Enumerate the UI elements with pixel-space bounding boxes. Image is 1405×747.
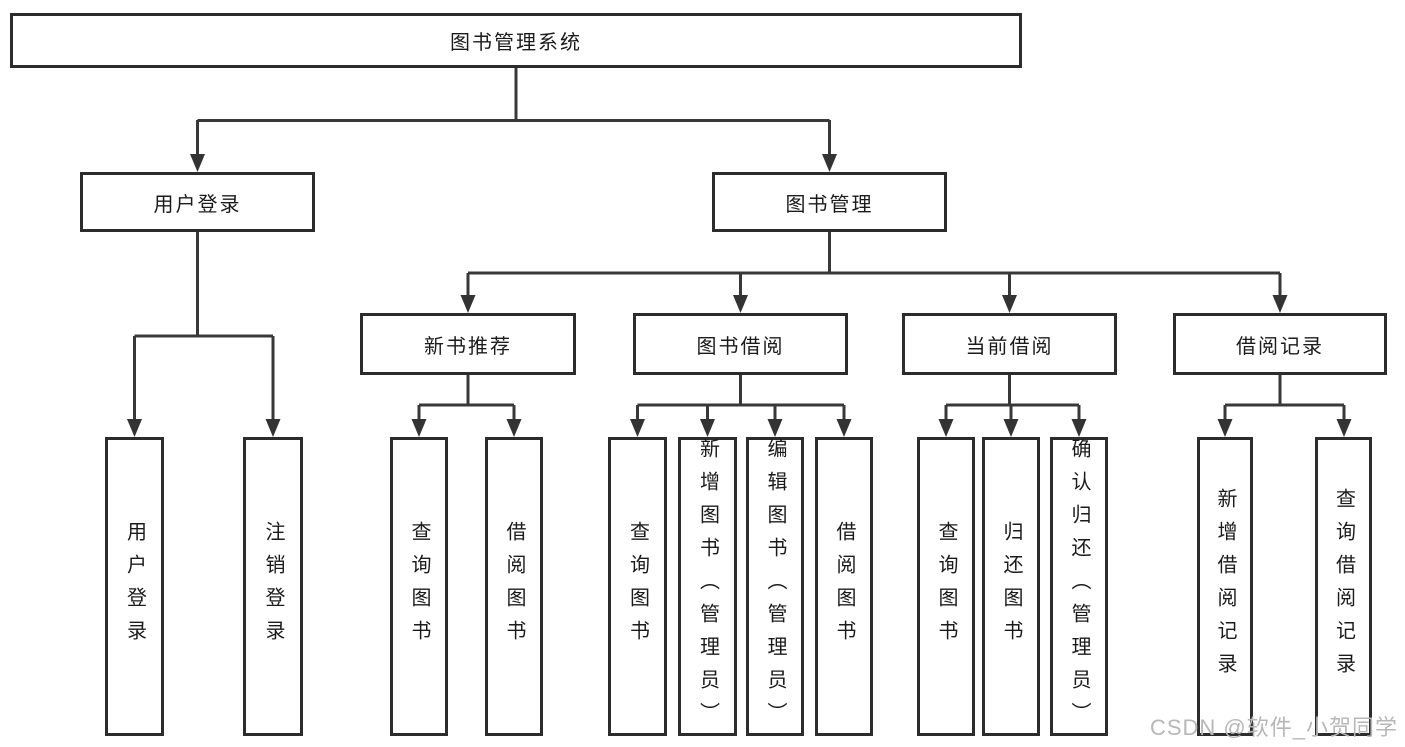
leaf-add-book-admin-label: 新增图书（管理员） — [696, 438, 719, 735]
leaf-logout: 注销登录 — [243, 437, 303, 736]
leaf-query-books-3-label: 查询图书 — [935, 520, 957, 653]
leaf-confirm-return-admin: 确认归还（管理员） — [1050, 437, 1108, 736]
leaf-query-borrow-record-label: 查询借阅记录 — [1332, 487, 1355, 686]
leaf-user-login: 用户登录 — [105, 437, 164, 736]
leaf-return-book: 归还图书 — [982, 437, 1040, 736]
node-current-borrowing: 当前借阅 — [902, 313, 1117, 375]
arrowheads — [127, 154, 1352, 437]
node-borrowing-records: 借阅记录 — [1173, 313, 1387, 375]
leaf-query-books-1: 查询图书 — [390, 437, 448, 736]
node-book-management: 图书管理 — [712, 172, 947, 232]
leaf-query-books-2: 查询图书 — [608, 437, 667, 736]
leaf-return-book-label: 归还图书 — [1000, 520, 1022, 653]
csdn-watermark: CSDN @软件_小贺同学 — [1149, 715, 1398, 740]
leaf-add-book-admin: 新增图书（管理员） — [678, 437, 737, 736]
leaf-user-login-label: 用户登录 — [123, 520, 146, 653]
leaf-add-borrow-record: 新增借阅记录 — [1197, 437, 1253, 736]
leaf-confirm-return-admin-label: 确认归还（管理员） — [1068, 438, 1090, 735]
leaf-add-borrow-record-label: 新增借阅记录 — [1214, 487, 1236, 686]
leaf-borrow-books-2-label: 借阅图书 — [833, 520, 855, 653]
leaf-query-borrow-record: 查询借阅记录 — [1315, 437, 1372, 736]
tree-edges — [133, 68, 1346, 420]
leaf-edit-book-admin-label: 编辑图书（管理员） — [764, 438, 786, 735]
leaf-borrow-books-1: 借阅图书 — [485, 437, 543, 736]
node-root: 图书管理系统 — [10, 13, 1022, 68]
leaf-logout-label: 注销登录 — [262, 520, 284, 653]
leaf-borrow-books-2: 借阅图书 — [815, 437, 873, 736]
node-book-borrowing: 图书借阅 — [633, 313, 848, 375]
leaf-query-books-2-label: 查询图书 — [626, 520, 649, 653]
node-new-book-recommendation: 新书推荐 — [360, 313, 576, 375]
node-user-login: 用户登录 — [80, 172, 315, 232]
leaf-edit-book-admin: 编辑图书（管理员） — [746, 437, 804, 736]
leaf-borrow-books-1-label: 借阅图书 — [503, 520, 525, 653]
leaf-query-books-3: 查询图书 — [917, 437, 975, 736]
leaf-query-books-1-label: 查询图书 — [408, 520, 430, 653]
